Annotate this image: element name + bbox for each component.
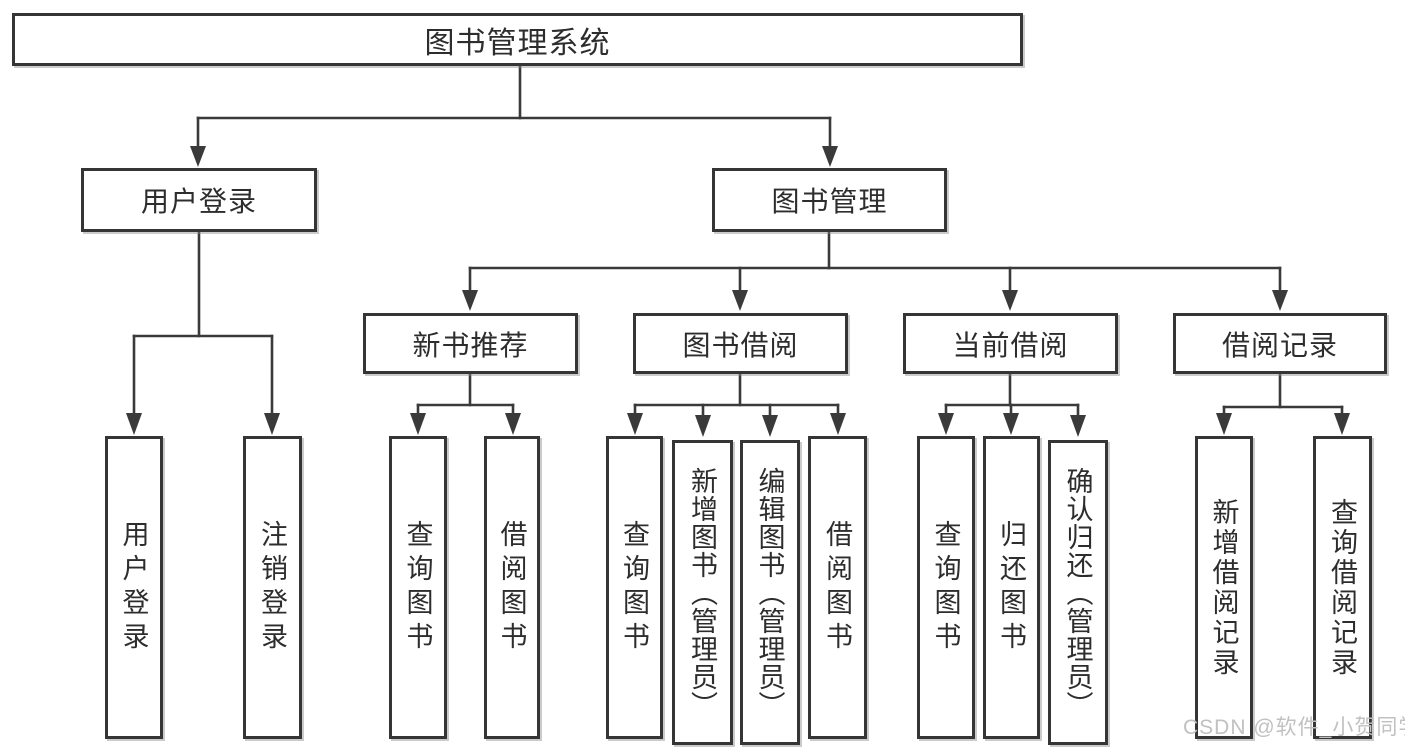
branch-book-management: [462, 230, 1288, 311]
node-book-management: 图书管理: [712, 168, 947, 232]
node-label: 查询图书: [930, 519, 961, 656]
node-label: 图书借阅: [682, 329, 799, 361]
node-label: 用户登录: [140, 186, 257, 217]
leaf-add-book-admin: 新增图书（管理员）: [672, 440, 733, 745]
node-label: 查询图书: [402, 519, 433, 656]
node-label: 归还图书: [996, 519, 1026, 656]
leaf-edit-book-admin: 编辑图书（管理员）: [740, 440, 800, 745]
branch-current-borrow: [938, 372, 1086, 437]
node-label: 新增图书（管理员）: [687, 466, 717, 719]
node-book-borrow: 图书借阅: [633, 313, 848, 374]
leaf-borrow-book-recommend: 借阅图书: [484, 436, 540, 739]
leaf-search-book-recommend: 查询图书: [389, 436, 447, 739]
node-current-borrow: 当前借阅: [903, 313, 1118, 374]
leaf-search-book-current: 查询图书: [917, 436, 975, 739]
node-label: 查询图书: [619, 519, 649, 656]
leaf-logout-login: 注销登录: [243, 436, 302, 739]
node-new-book-recommend: 新书推荐: [363, 313, 578, 374]
node-label: 图书管理: [771, 186, 888, 217]
leaf-return-book: 归还图书: [983, 436, 1040, 739]
branch-root: [190, 64, 838, 167]
node-label: 确认归还（管理员）: [1062, 466, 1093, 719]
leaf-search-book-borrow: 查询图书: [606, 436, 663, 739]
leaf-user-login: 用户登录: [105, 436, 163, 739]
node-label: 借阅图书: [822, 519, 852, 656]
node-label: 图书管理系统: [424, 26, 611, 60]
leaf-add-borrow-record: 新增借阅记录: [1195, 436, 1253, 739]
node-label: 查询借阅记录: [1327, 497, 1357, 678]
branch-new-book-recommend: [410, 372, 521, 435]
node-label: 当前借阅: [952, 329, 1069, 361]
node-label: 用户登录: [118, 519, 149, 656]
csdn-watermark: CSDN @软件_小贺同学: [1183, 716, 1405, 739]
leaf-confirm-return-admin: 确认归还（管理员）: [1048, 440, 1108, 745]
node-label: 新增借阅记录: [1208, 497, 1239, 678]
node-label: 注销登录: [257, 519, 287, 656]
leaf-search-borrow-record: 查询借阅记录: [1313, 436, 1372, 739]
branch-borrow-records: [1216, 372, 1350, 435]
node-label: 新书推荐: [412, 329, 529, 361]
node-label: 借阅图书: [496, 519, 527, 656]
node-user-login: 用户登录: [81, 168, 317, 232]
node-library-system: 图书管理系统: [12, 13, 1023, 66]
node-label: 借阅记录: [1221, 329, 1338, 361]
branch-book-borrow: [627, 372, 846, 437]
node-borrow-records: 借阅记录: [1173, 313, 1387, 374]
branch-user-login: [126, 230, 280, 435]
leaf-borrow-book: 借阅图书: [808, 436, 867, 739]
node-label: 编辑图书（管理员）: [754, 466, 785, 719]
